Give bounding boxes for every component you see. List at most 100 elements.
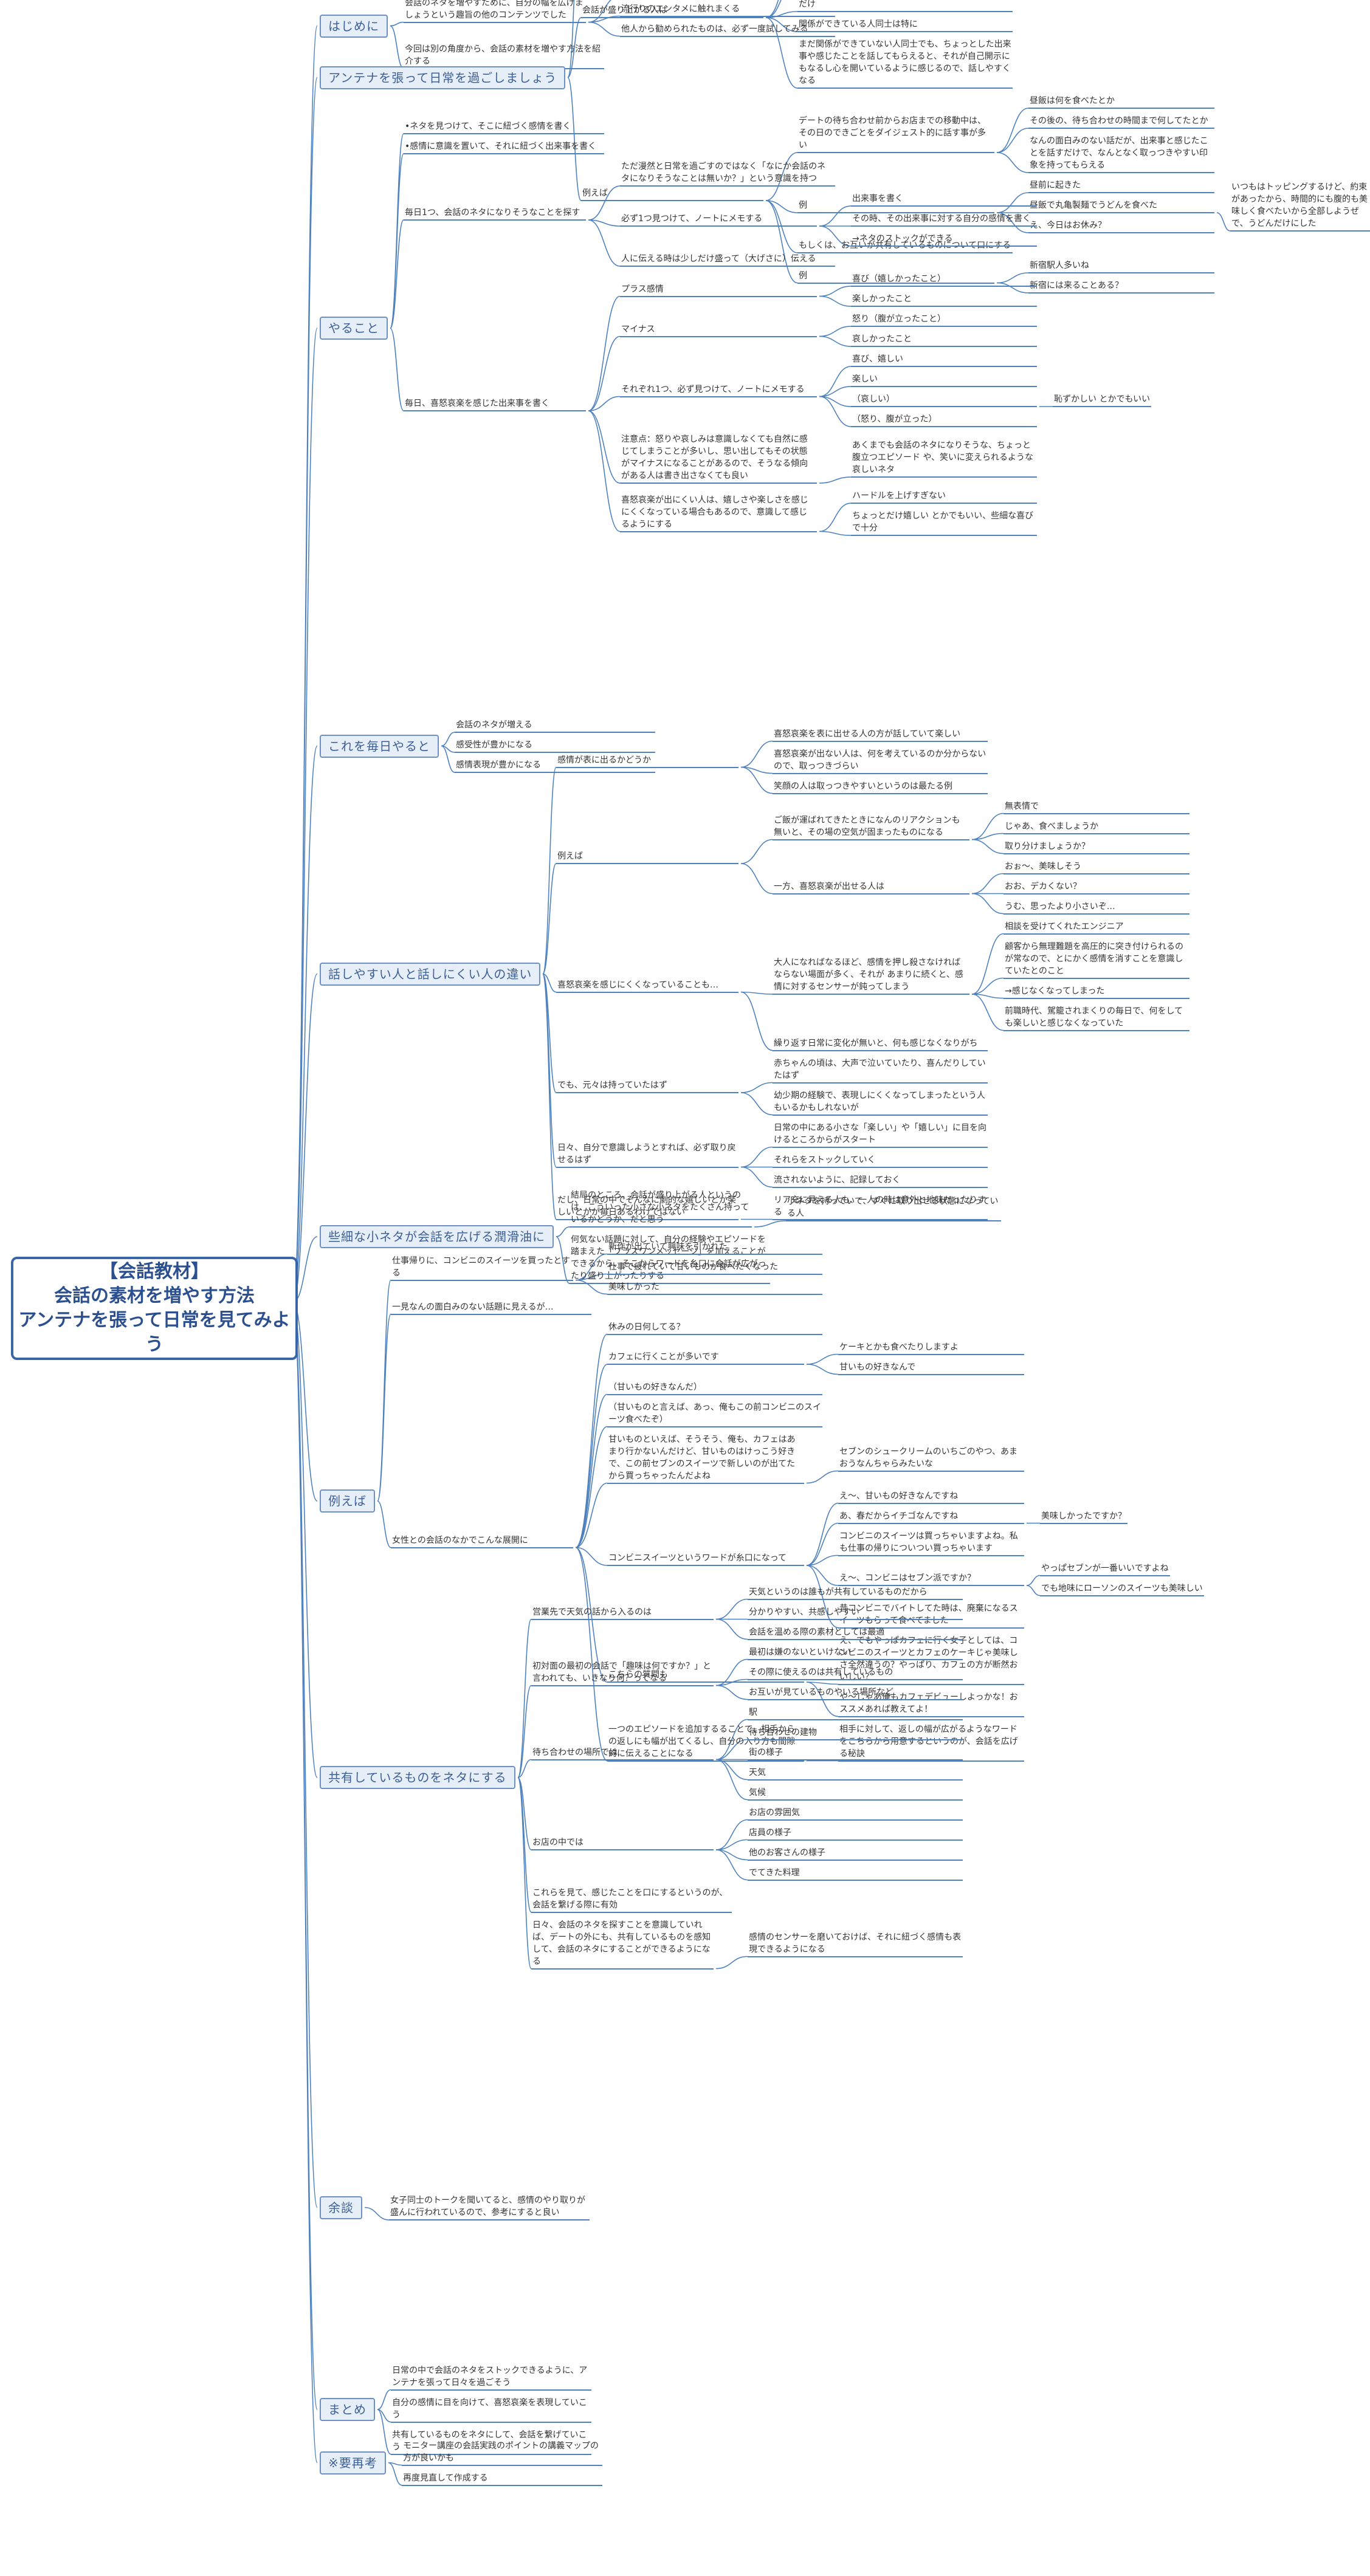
topic-node[interactable]: 駅 [748,1706,963,1720]
topic-node[interactable]: 前職時代、駕籠されまくりの毎日で、何をしても楽しいと感じなくなっていた [1003,1005,1189,1031]
topic-node[interactable]: 喜び（嬉しかったこと） [851,273,1037,287]
topic-node[interactable]: 共有しているものに対して感じたことをシェアしているだけ [797,0,1013,12]
topic-node[interactable]: カフェに行くことが多いです [607,1351,804,1365]
topic-node[interactable]: 相手に対して、返しの幅が広がるようなワードをこちらから用意するというのが、会話を… [838,1723,1024,1762]
topic-node[interactable]: 相談を受けてくれたエンジニア [1003,921,1189,935]
topic-node[interactable]: 喜怒哀楽を感じにくくなっていることも… [556,979,738,993]
topic-node[interactable]: 感受性が豊かになる [455,739,655,753]
topic-node[interactable]: 昼飯で丸亀製麺でうどんを食べた [1028,199,1214,213]
topic-node[interactable]: 一方、喜怒哀楽が出せる人は [773,881,969,895]
topic-node[interactable]: 例 [797,270,994,284]
topic-node[interactable]: 待ち合わせの場所では [531,1747,714,1760]
topic-node[interactable]: あくまでも会話のネタになりそうな、ちょっと腹立つエピソード や、笑いに変えられる… [851,439,1037,478]
topic-node[interactable]: お店の雰囲気 [748,1807,963,1821]
topic-node[interactable]: え、でもやっぱカフェに行く女子としては、コンビニのスイーツとカフェのケーキじゃ美… [838,1635,1024,1685]
topic-node[interactable]: •ネタを見つけて、そこに紐づく感情を書く [404,120,604,134]
topic-node[interactable]: 街の様子 [748,1747,963,1760]
topic-node[interactable]: 気候 [748,1787,963,1801]
topic-node[interactable]: 関係ができている人同士は特に [797,18,1013,32]
topic-node[interactable]: 笑顔の人は取っつきやすいというのは最たる例 [773,780,988,794]
topic-node[interactable]: その時、その出来事に対する自分の感情を書く [851,213,1037,227]
topic-node[interactable]: なんの面白みのない話だが、出来事と感じたことを話すだけで、なんとなく取っつきやす… [1028,135,1214,173]
topic-node[interactable]: でてきた料理 [748,1867,963,1881]
topic-node[interactable]: 日々、自分で意識しようとすれば、必ず取り戻せるはず [556,1142,738,1168]
topic-node[interactable]: 喜怒哀楽を表に出せる人の方が話していて楽しい [773,728,988,742]
branch-node[interactable]: 些細な小ネタが会話を広げる潤滑油に [320,1225,554,1248]
topic-node[interactable]: 会話を温める際の素材としては最適 [748,1626,963,1640]
topic-node[interactable]: 必ず1つ見つけて、ノートにメモする [620,213,817,227]
topic-node[interactable]: いつもはトッピングするけど、約束があったから、時間的にも腹的も美味しく食べたいか… [1230,181,1370,232]
topic-node[interactable]: 日常の中にある小さな「楽しい」や「嬉しい」に目を向けるところからがスタート [773,1122,988,1148]
topic-node[interactable]: 毎日1つ、会話のネタになりそうなことを探す [404,207,586,221]
topic-node[interactable]: じゃあ、食べましょうか [1003,820,1189,834]
topic-node[interactable]: 女子同士のトークを聞いてると、感情のやり取りが盛んに行われているので、参考にする… [389,2194,590,2221]
topic-node[interactable]: （甘いもの好きなんだ） [607,1381,822,1395]
topic-node[interactable]: お店の中では [531,1836,714,1850]
topic-node[interactable]: 日常の中で会話のネタをストックできるように、アンテナを張って日々を過ごそう [391,2365,591,2391]
topic-node[interactable]: 例 [797,199,994,213]
topic-node[interactable]: 例えば [556,850,738,864]
topic-node[interactable]: 注意点：怒りや哀しみは意識しなくても自然に感じてしまうことが多いし、思い出しても… [620,433,817,484]
topic-node[interactable]: 甘いものといえば、そうそう、俺も、カフェはあまり行かないんだけど、甘いものはけっ… [607,1434,804,1484]
topic-node[interactable]: 他人から勧められたものは、必ず一度試してみる [620,23,835,37]
topic-node[interactable]: 初対面の最初の会話で「趣味は何ですか？」と言われても、いきなり何？ってなる [531,1660,714,1686]
branch-node[interactable]: 余談 [320,2196,362,2219]
topic-node[interactable]: 天気 [748,1767,963,1781]
topic-node[interactable]: ハードルを上げすぎない [851,490,1037,504]
topic-node[interactable]: 出来事を書く [851,193,1037,207]
topic-node[interactable]: （怒り、腹が立った） [851,413,1037,427]
topic-node[interactable]: それぞれ1つ、必ず見つけて、ノートにメモする [620,383,817,397]
branch-node[interactable]: 共有しているものをネタにする [320,1766,515,1789]
topic-node[interactable]: セブンのシュークリームのいちごのやつ、あまおうなんちゃらみたいな [838,1446,1024,1472]
topic-node[interactable]: その際に使えるのは共有しているもの [748,1666,963,1680]
topic-node[interactable]: ただ漫然と日常を過ごすのではなく「なにか会話のネタになりそうなことは無いか？」と… [620,160,835,187]
topic-node[interactable]: 流行りのエンタメに触れまくる [620,3,835,17]
topic-node[interactable]: 感情のセンサーを磨いておけば、それに紐づく感情も表現できるようになる [748,1931,963,1957]
topic-node[interactable]: 仕事帰りに、コンビニのスイーツを買ったとする [391,1255,573,1281]
topic-node[interactable]: だし、日常の中でそんなに劇的な嬉しいとか楽しいとかが毎日あるわけではない [556,1194,738,1220]
topic-node[interactable]: え、今日はお休み？ [1028,219,1214,233]
topic-node[interactable]: 結局のところ、会話が盛り上がる人というのは、こういった小さな小ネタをたくさん持っ… [570,1189,752,1228]
topic-node[interactable]: 会話のネタを増やすために、自分の幅を広げましょうという趣旨の他のコンテンツでした [404,0,586,23]
topic-node[interactable]: 毎日、喜怒哀楽を感じた出来事を書く [404,397,586,411]
topic-node[interactable]: リア充に見える人も、一人の時は意外と地味だったりする [773,1194,988,1220]
topic-node[interactable]: おぉ～、美味しそう [1003,860,1189,874]
topic-node[interactable]: やっぱセブンが一番いいですよね [1040,1562,1170,1576]
topic-node[interactable]: おお、デカくない？ [1003,881,1189,895]
topic-node[interactable]: あ、春だからイチゴなんですね [838,1510,1024,1524]
topic-node[interactable]: 甘いもの好きなんで [838,1361,1024,1375]
topic-node[interactable]: え～、コンビニはセブン派ですか？ [838,1572,1024,1586]
topic-node[interactable]: 感情表現が豊かになる [455,759,655,773]
topic-node[interactable]: でも地味にローソンのスイーツも美味しい [1040,1582,1204,1596]
topic-node[interactable]: （哀しい） [851,393,1037,407]
topic-node[interactable]: 女性との会話のなかでこんな展開に [391,1534,573,1548]
topic-node[interactable]: まだ関係ができていない人同士でも、ちょっとした出来事や感じたことを話してもらえる… [797,38,1013,89]
topic-node[interactable]: 一見なんの面白みのない話題に見えるが… [391,1301,591,1315]
topic-node[interactable]: マイナス [620,323,817,337]
branch-node[interactable]: はじめに [320,14,388,38]
topic-node[interactable]: コンビニのスイーツは買っちゃいますよね。私も仕事の帰りについつい買っちゃいます [838,1530,1024,1556]
topic-node[interactable]: 仕事で疲れていて甘いものが食べたくなった [607,1261,822,1275]
topic-node[interactable]: 流されないように、記録しておく [773,1174,988,1188]
topic-node[interactable]: 人に伝える時は少しだけ盛って（大げさに）伝える [620,253,835,267]
topic-node[interactable]: 恥ずかしい とかでもいい [1053,393,1152,407]
topic-node[interactable]: 分かりやすい、共感しやすい [748,1606,963,1620]
topic-node[interactable]: 休みの日何してる？ [607,1321,822,1335]
topic-node[interactable]: 新宿には来ることある？ [1028,280,1214,294]
branch-node[interactable]: 話しやすい人と話しにくい人の違い [320,962,541,986]
topic-node[interactable]: 最初は嫌のないといけない [748,1646,963,1660]
topic-node[interactable]: 昔コンビニでバイトしてた時は、廃棄になるスイーツもらって食べてました [838,1602,1024,1629]
topic-node[interactable]: →ネタのストックができる [851,233,1037,247]
topic-node[interactable]: 喜び、嬉しい [851,353,1037,367]
branch-node[interactable]: ※要再考 [320,2451,386,2475]
topic-node[interactable]: 昼飯は何を食べたとか [1028,95,1214,109]
topic-node[interactable]: それらをストックしていく [773,1154,988,1168]
topic-node[interactable]: デートの待ち合わせ前からお店までの移動中は、その日のできごとをダイジェスト的に話… [797,115,994,153]
branch-node[interactable]: アンテナを張って日常を過ごしましょう [320,66,566,89]
topic-node[interactable]: →感じなくなってしまった [1003,985,1189,999]
branch-node[interactable]: これを毎日やると [320,734,439,758]
topic-node[interactable]: 共有しているものをネタにして、会話を繋げていこう [391,2429,591,2455]
topic-node[interactable]: 小ネタを持っていて、すぐに取り出せる状態になっている人 [786,1195,1001,1221]
topic-node[interactable]: コンビニスイーツというワードが糸口になって [607,1552,804,1566]
root-node-title[interactable]: 【会話教材】 会話の素材を増やす方法 アンテナを張って日常を見てみよう [11,1257,298,1360]
